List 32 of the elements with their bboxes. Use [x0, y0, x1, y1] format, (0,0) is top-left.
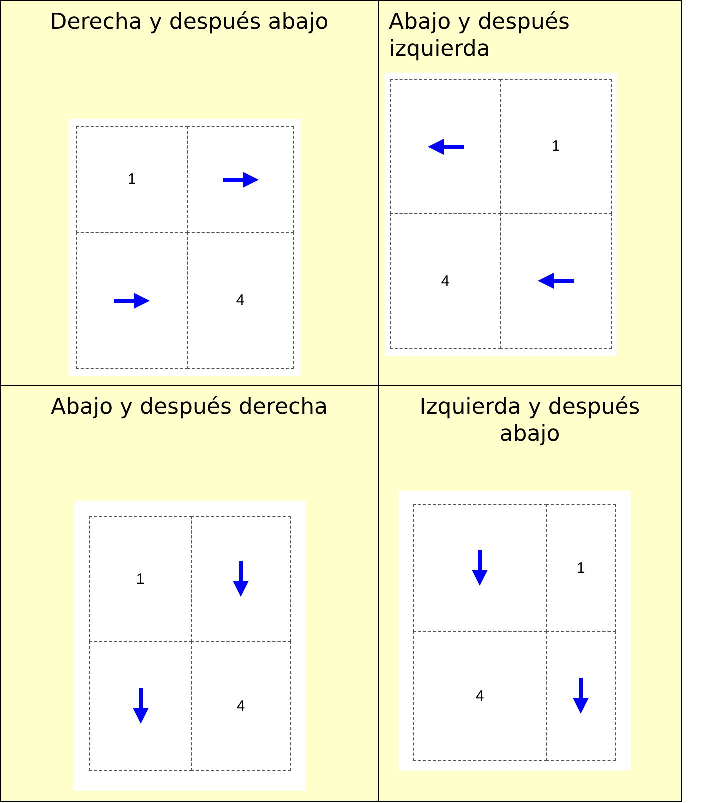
page-pane — [390, 213, 501, 349]
page-pane — [89, 516, 192, 642]
page-pane — [390, 79, 501, 214]
page-number: 4 — [476, 688, 484, 704]
page-number: 4 — [441, 272, 450, 290]
page-number: 1 — [128, 171, 136, 188]
page-pane — [191, 516, 291, 642]
table-cell — [0, 385, 379, 802]
page-pane — [76, 126, 188, 233]
table-cell — [0, 0, 379, 386]
page-pane — [546, 631, 616, 761]
page-pane — [76, 232, 188, 369]
page-pane — [546, 504, 616, 632]
page-pane — [191, 641, 291, 771]
page-number: 4 — [236, 698, 246, 714]
page-pane — [187, 126, 294, 233]
page-pane — [500, 213, 612, 349]
page-pane — [187, 232, 294, 369]
cell-heading: Izquierda y después abajo — [418, 394, 642, 448]
page-pane — [413, 631, 547, 761]
cell-heading: Abajo y después izquierda — [389, 9, 571, 63]
page-number: 1 — [552, 138, 560, 155]
cell-heading: Abajo y después derecha — [50, 394, 330, 421]
page-pane — [413, 504, 547, 632]
table-cell — [378, 385, 682, 802]
page-number: 4 — [236, 292, 245, 309]
page-pane — [89, 641, 192, 771]
cell-heading: Derecha y después abajo — [49, 9, 330, 36]
page-number: 1 — [136, 570, 145, 588]
page-number: 1 — [576, 560, 586, 576]
page-pane — [500, 79, 612, 214]
table-cell — [378, 0, 682, 386]
